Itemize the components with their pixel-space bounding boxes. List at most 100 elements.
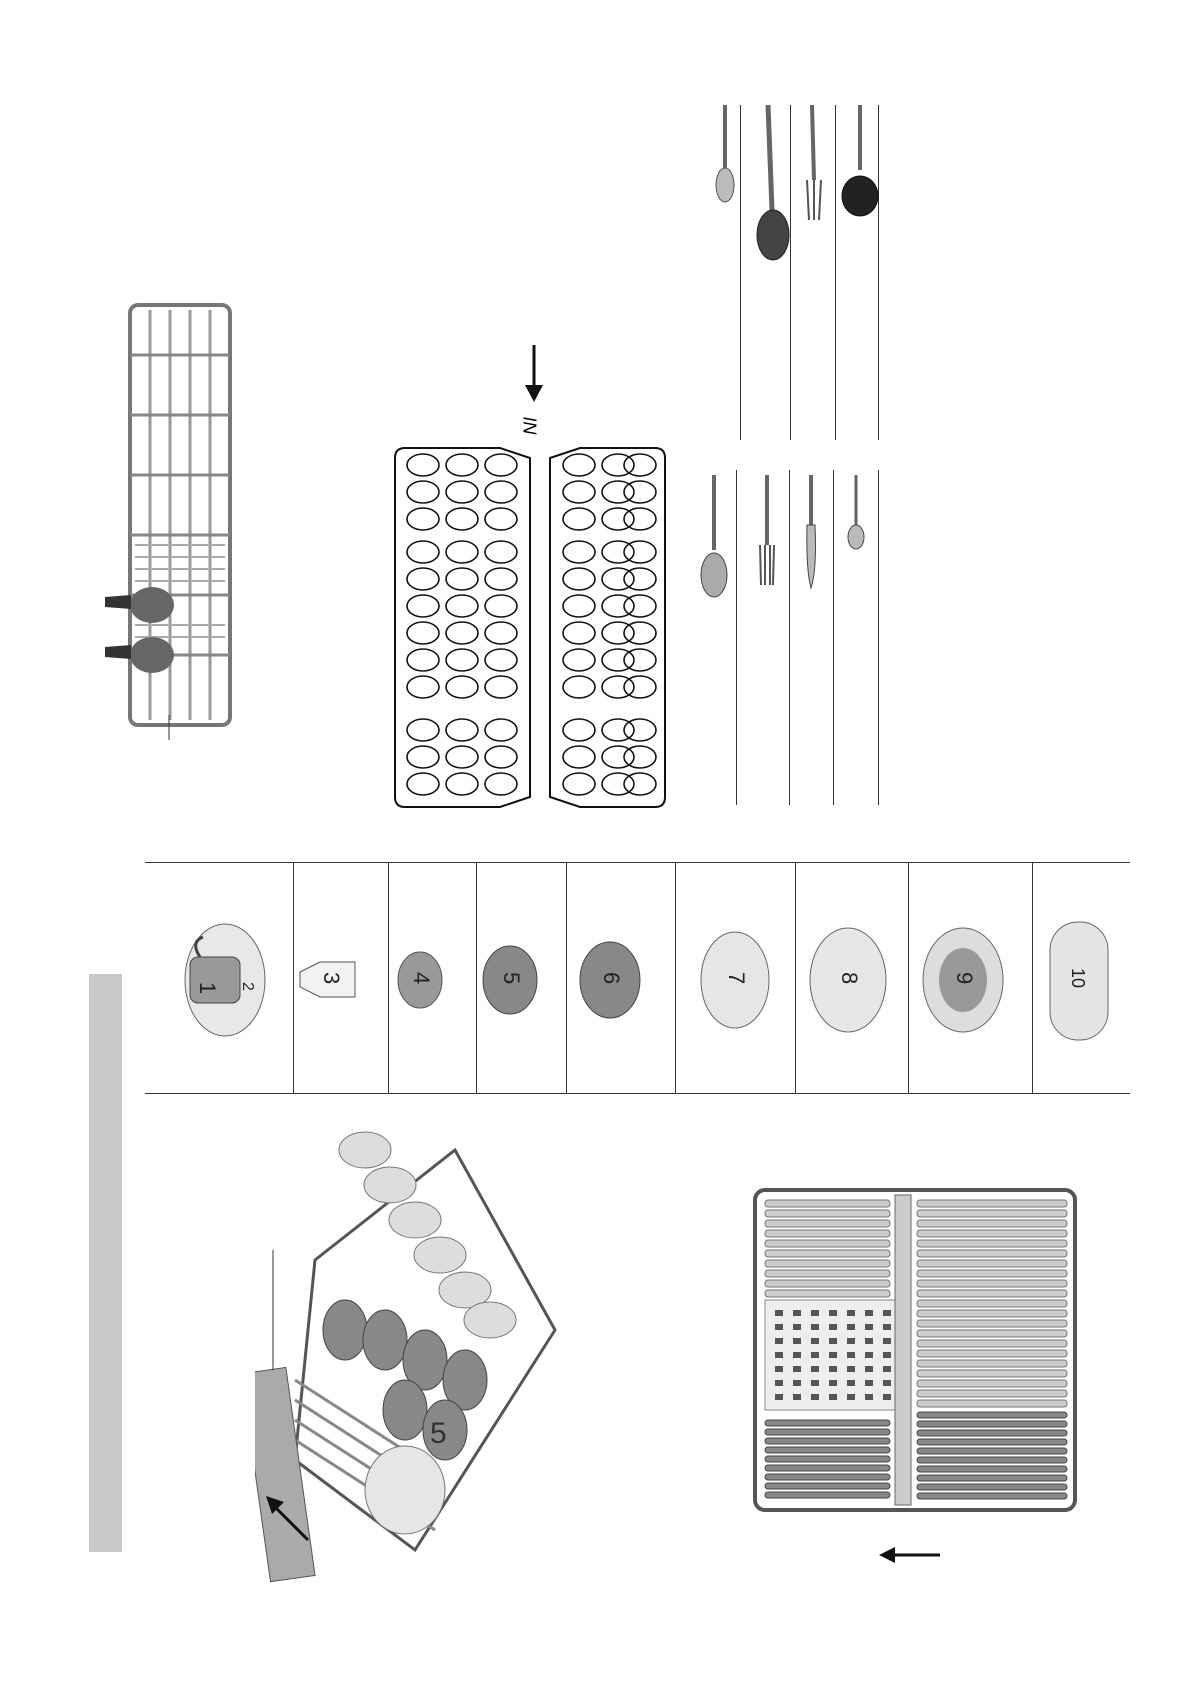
cutlery-slot xyxy=(775,1338,783,1344)
cutlery-slot xyxy=(847,1394,855,1400)
cutlery-slot xyxy=(811,1310,819,1316)
plate-slot xyxy=(765,1447,890,1453)
plate-slot xyxy=(917,1300,1067,1307)
plate-slot xyxy=(765,1474,890,1480)
cup-saucer-icon xyxy=(185,924,265,1036)
plate-slot xyxy=(917,1430,1067,1436)
cutlery-slot xyxy=(865,1338,873,1344)
cutlery-slot xyxy=(865,1380,873,1386)
cutlery-basket-grid xyxy=(385,440,675,815)
cutlery-slot xyxy=(793,1324,801,1330)
plate-slot xyxy=(917,1380,1067,1387)
plate-slot xyxy=(917,1230,1067,1237)
cutlery-slot xyxy=(829,1380,837,1386)
plate-slot xyxy=(917,1400,1067,1407)
cutlery-slot xyxy=(775,1366,783,1372)
teaspoon-icon xyxy=(716,105,734,202)
plate-slot xyxy=(917,1360,1067,1367)
cutlery-slot xyxy=(865,1324,873,1330)
plate-slot xyxy=(765,1420,890,1426)
cutlery-slot xyxy=(847,1338,855,1344)
dish-num-7: 7 xyxy=(724,972,749,984)
plate-slot xyxy=(917,1412,1067,1418)
cutlery-slot xyxy=(811,1338,819,1344)
dish-table-bottom-rule xyxy=(145,1093,1130,1094)
plate-slot xyxy=(917,1320,1067,1327)
plate-slot xyxy=(765,1465,890,1471)
cutlery-slot xyxy=(847,1324,855,1330)
plate-slot xyxy=(765,1220,890,1227)
cutlery-slot xyxy=(793,1380,801,1386)
dish-sub-2: 2 xyxy=(239,982,256,991)
dish-items-row: 1 2 3 4 5 6 7 8 9 10 xyxy=(145,862,1130,1093)
dish-num-10: 10 xyxy=(1068,968,1088,988)
plate-slot xyxy=(917,1290,1067,1297)
cutlery-slot xyxy=(883,1366,891,1372)
plate-slot xyxy=(917,1240,1067,1247)
cutlery-slot xyxy=(775,1310,783,1316)
plate-slot xyxy=(765,1210,890,1217)
cutlery-slot xyxy=(883,1394,891,1400)
cutlery-slot xyxy=(883,1338,891,1344)
spoon-icon xyxy=(701,475,727,597)
cutlery-slot xyxy=(847,1366,855,1372)
plate-slot xyxy=(917,1439,1067,1445)
teaspoon-small-icon xyxy=(848,475,864,549)
cutlery-slot xyxy=(811,1394,819,1400)
cutlery-slot xyxy=(883,1380,891,1386)
dish-num-3: 3 xyxy=(319,972,344,984)
fork-icon xyxy=(760,475,774,585)
plate-slot xyxy=(917,1350,1067,1357)
plate-slot xyxy=(917,1457,1067,1463)
cutlery-slot xyxy=(811,1380,819,1386)
plate-slot xyxy=(765,1240,890,1247)
cutlery-slot xyxy=(811,1352,819,1358)
serving-spoon-icon xyxy=(757,105,789,260)
plate-slot xyxy=(917,1475,1067,1481)
ladle-icon xyxy=(842,105,878,216)
plate-slot xyxy=(917,1448,1067,1454)
cutlery-slot xyxy=(847,1352,855,1358)
cutlery-slot xyxy=(775,1352,783,1358)
dish-num-6: 6 xyxy=(599,972,624,984)
in-label: IN xyxy=(519,417,540,435)
cutlery-slot xyxy=(883,1310,891,1316)
plate-slot xyxy=(917,1330,1067,1337)
cutlery-slot xyxy=(847,1380,855,1386)
plate-slot xyxy=(917,1493,1067,1499)
cutlery-slot xyxy=(829,1366,837,1372)
dish-num-5: 5 xyxy=(499,972,524,984)
dish-num-8: 8 xyxy=(837,972,862,984)
plate-slot xyxy=(917,1370,1067,1377)
plate-slot xyxy=(765,1280,890,1287)
cutlery-slot xyxy=(793,1394,801,1400)
cutlery-slot xyxy=(829,1338,837,1344)
plate-slot xyxy=(917,1210,1067,1217)
cutlery-slot xyxy=(793,1310,801,1316)
section-sidebar-bar xyxy=(89,974,122,1552)
cutlery-slot xyxy=(775,1324,783,1330)
plate-slot xyxy=(917,1260,1067,1267)
dish-num-4: 4 xyxy=(409,972,434,984)
cutlery-rack-illustration xyxy=(95,295,245,745)
cutlery-slot xyxy=(793,1352,801,1358)
plate-slot xyxy=(765,1290,890,1297)
cutlery-slot xyxy=(865,1366,873,1372)
plate-slot xyxy=(765,1200,890,1207)
plate-slot xyxy=(765,1250,890,1257)
dish-num-9: 9 xyxy=(952,972,977,984)
plate-slot xyxy=(765,1429,890,1435)
serving-fork-icon xyxy=(807,105,821,220)
cutlery-slot xyxy=(829,1324,837,1330)
knife-icon xyxy=(807,475,816,588)
plate-slot xyxy=(917,1390,1067,1397)
plate-slot xyxy=(765,1492,890,1498)
plate-slot xyxy=(917,1220,1067,1227)
cutlery-slot xyxy=(829,1352,837,1358)
plate-slot xyxy=(917,1466,1067,1472)
plate-slot xyxy=(765,1438,890,1444)
plate-slot xyxy=(917,1250,1067,1257)
cutlery-icons xyxy=(690,100,890,620)
cutlery-slot xyxy=(865,1352,873,1358)
cutlery-slot xyxy=(811,1366,819,1372)
